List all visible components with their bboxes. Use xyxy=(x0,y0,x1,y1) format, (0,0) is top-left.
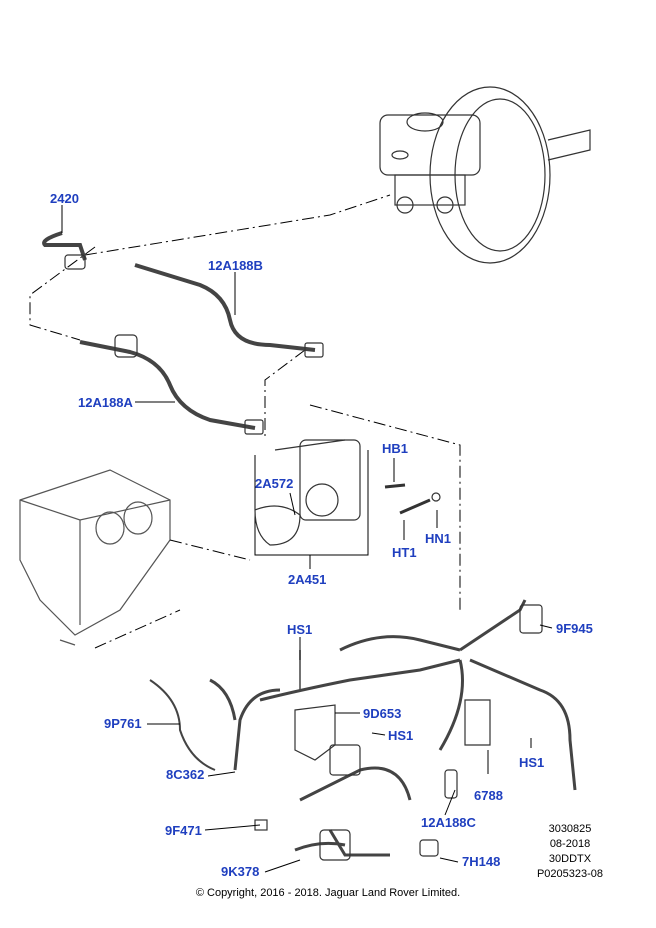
callout-12A188B[interactable]: 12A188B xyxy=(208,258,263,273)
air-cleaner-illustration xyxy=(19,469,171,646)
brake-booster-illustration xyxy=(379,86,591,264)
hose-12A188A xyxy=(79,334,264,435)
vacuum-harness-illustration xyxy=(149,599,577,857)
hose-2420 xyxy=(42,231,87,270)
assembly-guide-lines xyxy=(29,194,461,649)
reference-block: 3030825 08-2018 30DDTX P0205323-08 xyxy=(515,822,625,882)
callout-2A451[interactable]: 2A451 xyxy=(288,572,327,587)
callout-HS1-mid[interactable]: HS1 xyxy=(388,728,414,743)
callout-HT1[interactable]: HT1 xyxy=(392,545,417,560)
callout-HS1-right[interactable]: HS1 xyxy=(519,755,545,770)
callout-12A188C[interactable]: 12A188C xyxy=(421,815,476,830)
reference-date: 08-2018 xyxy=(549,838,591,850)
callout-9K378[interactable]: 9K378 xyxy=(221,864,260,879)
callout-7H148[interactable]: 7H148 xyxy=(462,854,501,869)
callout-9P761[interactable]: 9P761 xyxy=(104,716,142,731)
callout-9D653[interactable]: 9D653 xyxy=(363,706,402,721)
callout-9F471[interactable]: 9F471 xyxy=(165,823,202,838)
callout-HN1[interactable]: HN1 xyxy=(425,531,452,546)
bolts-hb1-hn1-ht1 xyxy=(384,483,441,515)
callout-HS1-top[interactable]: HS1 xyxy=(287,622,313,637)
reference-code: 3030825 xyxy=(548,823,592,835)
reference-part: P0205323-08 xyxy=(536,868,604,880)
throttle-body-bracket xyxy=(254,450,369,556)
harness-components xyxy=(254,604,543,861)
callout-8C362[interactable]: 8C362 xyxy=(166,767,205,782)
hose-12A188B xyxy=(134,263,324,358)
callout-HB1[interactable]: HB1 xyxy=(382,441,409,456)
leader-lines xyxy=(61,205,553,873)
callout-2420[interactable]: 2420 xyxy=(50,191,79,206)
callout-6788[interactable]: 6788 xyxy=(474,788,503,803)
reference-model: 30DDTX xyxy=(548,853,592,865)
throttle-body-illustration xyxy=(254,439,361,546)
copyright-notice: © Copyright, 2016 - 2018. Jaguar Land Ro… xyxy=(195,887,461,899)
callout-2A572[interactable]: 2A572 xyxy=(255,476,294,491)
callout-9F945[interactable]: 9F945 xyxy=(556,621,593,636)
callout-12A188A[interactable]: 12A188A xyxy=(78,395,133,410)
